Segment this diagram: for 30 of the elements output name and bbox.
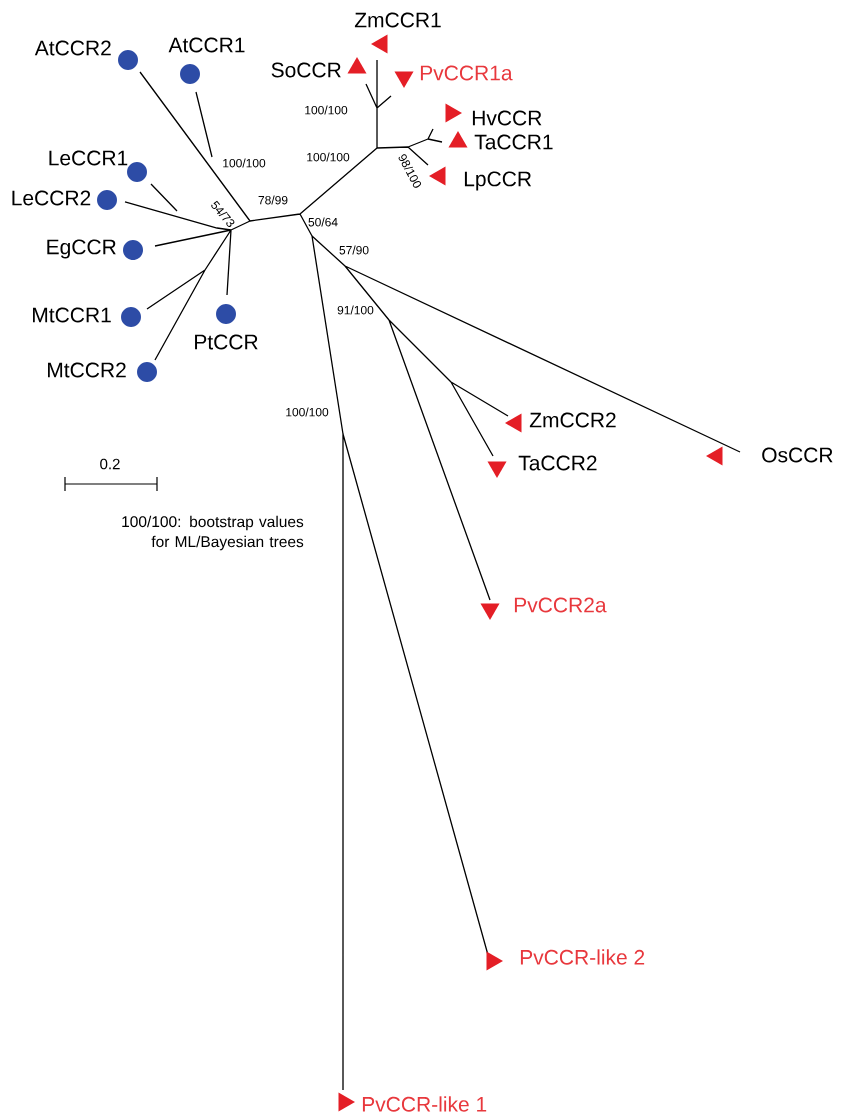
bootstrap-value: 100/100 <box>307 152 350 162</box>
leaf-label: PvCCR2a <box>514 597 607 613</box>
leaf-label: EgCCR <box>47 239 116 259</box>
leaf-label: PvCCR-like 2 <box>520 949 645 965</box>
bootstrap-value: 100/100 <box>223 158 266 168</box>
leaf-label: PvCCR-like 1 <box>362 1096 487 1112</box>
bootstrap-value: 100/100 <box>305 105 348 115</box>
leaf-label: ZmCCR2 <box>529 412 616 428</box>
leaf-label: ZmCCR1 <box>354 12 441 28</box>
bootstrap-value: 50/64 <box>308 217 338 227</box>
leaf-label: LeCCR1 <box>49 150 128 166</box>
leaf-label: MtCCR2 <box>48 362 126 378</box>
leaf-label: TaCCR1 <box>474 134 553 150</box>
leaf-label: LpCCR <box>464 171 532 191</box>
bootstrap-value: 78/99 <box>258 195 288 205</box>
leaf-label: PtCCR <box>195 334 258 350</box>
leaf-label: PvCCR1a <box>420 65 513 81</box>
leaf-label: OsCCR <box>762 447 833 463</box>
leaf-label: SoCCR <box>271 62 341 78</box>
scale-label: 0.2 <box>100 458 120 470</box>
bootstrap-value: 57/90 <box>339 245 369 255</box>
bootstrap-value: 91/100 <box>337 305 374 315</box>
bootstrap-value: 100/100 <box>286 407 329 417</box>
leaf-label: TaCCR2 <box>518 455 597 471</box>
leaf-label: AtCCR1 <box>168 37 245 53</box>
leaf-label: LeCCR2 <box>12 190 91 206</box>
leaf-label: HvCCR <box>472 110 542 126</box>
note-text: 100/100: bootstrap values for ML/Bayesian trees <box>122 515 304 551</box>
leaf-label: MtCCR1 <box>33 307 111 323</box>
leaf-label: AtCCR2 <box>34 40 111 56</box>
